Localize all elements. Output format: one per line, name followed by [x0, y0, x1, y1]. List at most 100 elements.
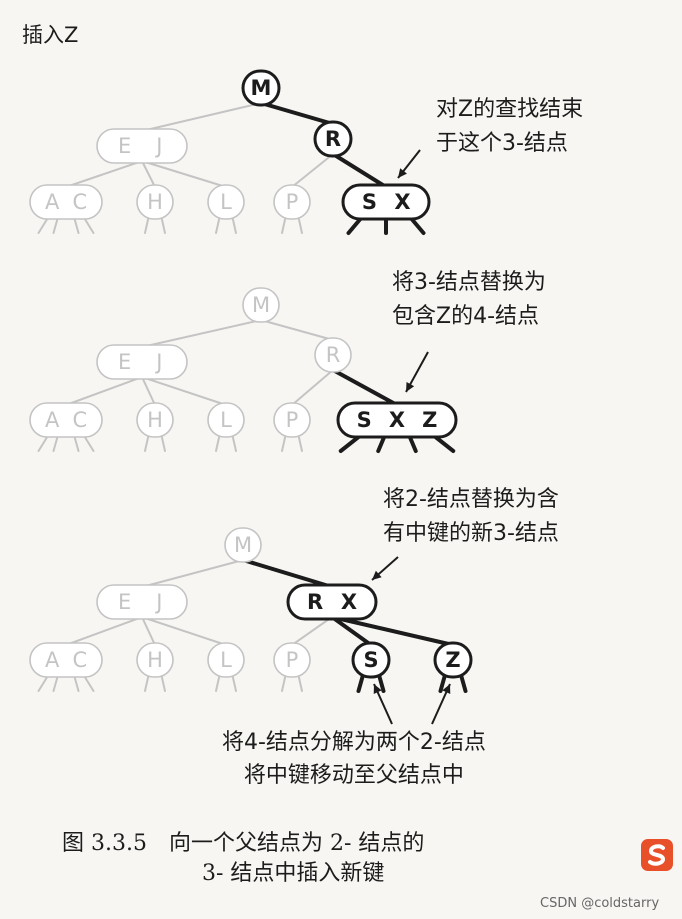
child-stub — [377, 673, 386, 693]
arrow-head-icon — [372, 570, 382, 580]
note-line: 将中键移动至父结点中 — [243, 763, 464, 788]
tree-node — [207, 642, 245, 678]
tree-link — [65, 160, 143, 188]
tree-link — [141, 559, 244, 588]
node-key: A — [45, 408, 60, 432]
arrow-head-icon — [373, 684, 382, 694]
tree-node — [207, 402, 245, 438]
note-line: 将3-结点替换为 — [392, 270, 546, 295]
node-key: Z — [422, 408, 437, 432]
tree-link — [65, 376, 143, 406]
tree-node — [136, 642, 174, 678]
child-stub — [215, 434, 221, 452]
figure-caption: 图 3.3.5 向一个父结点为 2- 结点的 3- 结点中插入新键 — [62, 829, 424, 889]
arrow-head-icon — [398, 168, 407, 178]
tree-node — [351, 641, 391, 679]
node-key: M — [251, 76, 272, 100]
child-stub — [281, 674, 287, 692]
node-key: P — [286, 408, 299, 432]
tree-link — [141, 376, 227, 406]
tree-link — [141, 319, 262, 348]
node-key: J — [154, 590, 162, 614]
child-stub — [231, 216, 237, 234]
tree-node — [314, 337, 352, 373]
child-stub — [160, 216, 166, 234]
child-stub — [297, 434, 303, 452]
node-key: M — [252, 293, 270, 317]
tree-node — [29, 184, 103, 220]
node-key: Z — [445, 648, 460, 672]
child-stub — [459, 673, 468, 693]
node-key: E — [118, 134, 131, 158]
tree-link — [65, 616, 143, 646]
tree-link — [291, 369, 334, 406]
node-key: E — [118, 350, 131, 374]
tree-node — [96, 344, 188, 380]
child-stub — [144, 434, 150, 452]
node-key: J — [154, 134, 162, 158]
note-split-4node: 将4-结点分解为两个2-结点 将中键移动至父结点中 — [222, 726, 486, 792]
tree-node — [433, 641, 473, 679]
child-stub — [297, 674, 303, 692]
tree-link — [291, 153, 334, 188]
tree-node — [96, 584, 188, 620]
node-key: X — [394, 190, 410, 214]
child-stub — [438, 673, 447, 693]
tree-node — [286, 583, 378, 621]
note-replace-parent: 将2-结点替换为含 有中键的新3-结点 — [383, 483, 559, 551]
node-key: H — [147, 408, 163, 432]
child-stub — [281, 216, 287, 234]
tree-node — [341, 183, 431, 221]
tree-node — [136, 184, 174, 220]
caption-line-2: 3- 结点中插入新键 — [202, 861, 385, 886]
child-stub — [215, 216, 221, 234]
tree-link — [141, 616, 227, 646]
tree-link — [141, 160, 227, 188]
node-key: S — [363, 648, 378, 672]
node-key: A — [45, 648, 60, 672]
tree-node — [136, 402, 174, 438]
child-stub — [160, 674, 166, 692]
child-stub — [231, 434, 237, 452]
note-line: 有中键的新3-结点 — [383, 521, 559, 546]
tree-link — [331, 368, 399, 407]
node-key: S — [357, 408, 372, 432]
arrow-head-icon — [406, 382, 415, 392]
tree-node — [224, 527, 262, 563]
node-key: M — [234, 533, 252, 557]
watermark-credit: CSDN @coldstarry — [540, 896, 660, 911]
child-stub — [144, 674, 150, 692]
node-key: A — [45, 190, 60, 214]
note-line: 对Z的查找结束 — [436, 97, 584, 122]
tree-node — [96, 128, 188, 164]
note-replace-4node: 将3-结点替换为 包含Z的4-结点 — [392, 266, 546, 334]
sogou-logo-icon — [641, 839, 673, 871]
tree-node — [273, 642, 311, 678]
tree-link — [141, 102, 262, 132]
node-key: J — [154, 350, 162, 374]
child-stub — [297, 216, 303, 234]
node-key: L — [220, 648, 232, 672]
node-key: H — [147, 190, 163, 214]
tree-node — [313, 120, 353, 158]
node-key: C — [73, 648, 88, 672]
tree-link — [291, 616, 333, 646]
diagram-title: 插入Z — [22, 23, 79, 47]
node-key: X — [389, 408, 405, 432]
tree-link — [330, 615, 455, 647]
tree-node — [29, 642, 103, 678]
tree-node — [241, 69, 281, 107]
note-line: 将2-结点替换为含 — [383, 487, 559, 512]
child-stub — [215, 674, 221, 692]
note-line: 包含Z的4-结点 — [392, 304, 540, 329]
note-line: 于这个3-结点 — [436, 131, 568, 156]
node-key: R — [326, 343, 341, 367]
node-key: R — [325, 127, 341, 151]
tree-link — [241, 558, 334, 589]
note-search-end: 对Z的查找结束 于这个3-结点 — [436, 93, 583, 161]
node-key: H — [147, 648, 163, 672]
node-key: P — [286, 648, 299, 672]
tree-link — [141, 616, 156, 646]
tree-node — [29, 402, 103, 438]
node-key: E — [118, 590, 131, 614]
